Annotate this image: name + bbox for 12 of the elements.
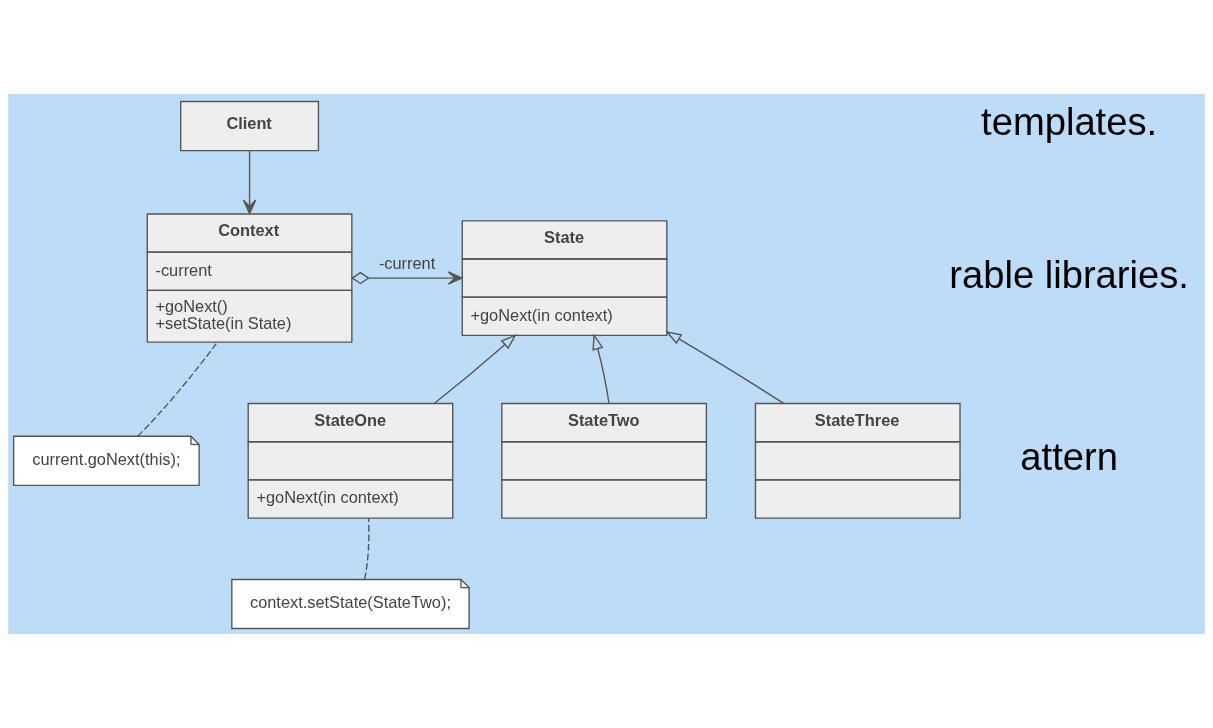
label: attern: [1020, 435, 1118, 479]
edge-label: -current: [378, 254, 436, 273]
arrow: [665, 330, 785, 405]
connector: [137, 341, 218, 437]
label: templates.: [981, 100, 1158, 144]
arrow: [433, 334, 517, 405]
label: rable libraries.: [949, 252, 1189, 296]
arrow: [592, 333, 610, 405]
connector: [363, 517, 370, 580]
arrow: [242, 150, 257, 215]
node-box: Client: [180, 100, 320, 152]
arrow: [351, 271, 463, 285]
